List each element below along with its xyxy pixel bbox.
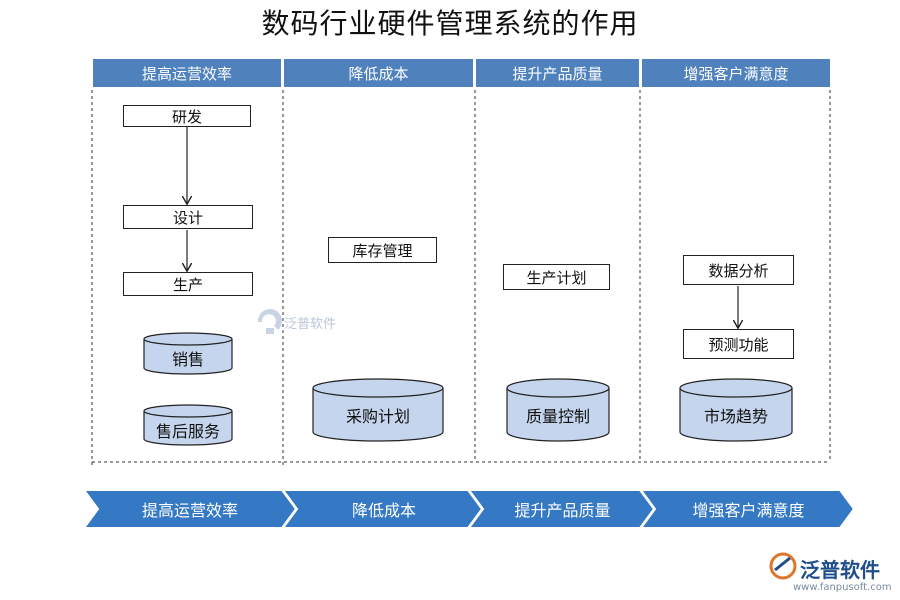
cylinder-purchase-plan-label: 采购计划 <box>345 407 410 426</box>
chevron-1-label: 提高运营效率 <box>141 501 238 520</box>
step-yanfa: 研发 <box>123 105 251 127</box>
step-data-analysis: 数据分析 <box>683 255 794 285</box>
header-col-1: 提高运营效率 <box>93 59 281 87</box>
step-forecast: 预测功能 <box>683 329 794 359</box>
cylinder-after-sales <box>143 404 233 446</box>
cylinder-sales-label: 销售 <box>171 350 204 369</box>
header-col-3: 提升产品质量 <box>476 59 639 87</box>
cylinder-market-trend <box>679 378 793 442</box>
chevron-4-label: 增强客户满意度 <box>692 501 805 520</box>
box-inventory-management: 库存管理 <box>328 237 437 263</box>
cylinder-sales <box>143 332 233 375</box>
box-production-plan: 生产计划 <box>503 264 610 290</box>
chevron-3-label: 提升产品质量 <box>514 501 611 520</box>
diagram-title: 数码行业硬件管理系统的作用 <box>261 7 639 40</box>
cylinder-quality-control-label: 质量控制 <box>525 407 590 426</box>
watermark-logo-icon <box>257 309 282 334</box>
fanpu-logo-url: www.fanpusoft.com <box>793 582 892 593</box>
dashed-frame <box>91 90 831 465</box>
watermark-text: 泛普软件 <box>284 317 337 332</box>
step-sheji: 设计 <box>123 205 253 229</box>
header-col-4: 增强客户满意度 <box>642 59 830 87</box>
fanpu-logo-name: 泛普软件 <box>800 558 880 582</box>
chevron-4 <box>639 489 856 529</box>
step-shengchan: 生产 <box>123 272 253 296</box>
cylinder-purchase-plan <box>312 378 444 442</box>
cylinder-after-sales-label: 售后服务 <box>155 422 220 441</box>
cylinder-market-trend-label: 市场趋势 <box>703 407 768 426</box>
header-col-2: 降低成本 <box>284 59 473 87</box>
cylinder-quality-control <box>506 378 610 442</box>
chevron-2-label: 降低成本 <box>351 501 416 520</box>
fanpu-logo-icon <box>769 552 797 580</box>
